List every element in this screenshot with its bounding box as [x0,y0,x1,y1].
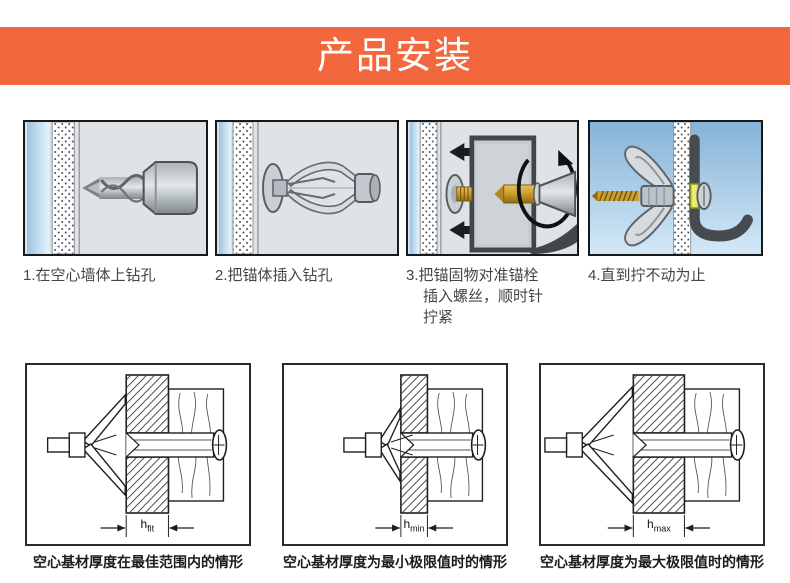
step-2-caption: 2.把锚体插入钻孔 [215,267,333,284]
diagram-max-thickness: hmax [539,363,765,546]
page-title: 产品安装 [317,35,473,76]
step-3-caption: 3.把锚固物对准锚栓 插入螺丝，顺时针 拧紧 [406,267,544,326]
insert-anchor-into-hole-icon [217,122,397,254]
step-1-caption: 1.在空心墙体上钻孔 [23,267,156,284]
dim-label-hmin: hmin [401,517,427,536]
diagram-3-caption: 空心基材厚度为最大极限值时的情形 [540,554,764,570]
hollow-anchor-section-diagram [544,374,746,537]
dim-label-hfit: hfit [138,517,157,536]
dim-label-hmax: hmax [645,517,673,536]
step-4-panel [588,120,763,256]
step-1-panel [23,120,208,256]
step-3-panel [406,120,579,256]
drill-into-hollow-wall-icon [25,122,206,254]
diagram-2-caption: 空心基材厚度为最小极限值时的情形 [283,554,507,570]
diagram-1-caption: 空心基材厚度在最佳范围内的情形 [33,554,243,570]
diagram-optimal-thickness: hfit [25,363,251,546]
step-2-panel [215,120,399,256]
align-fixture-insert-screw-icon [408,122,577,254]
step-4-caption: 4.直到拧不动为止 [588,267,706,284]
product-install-banner: 产品安装 [0,27,790,85]
anchor-tightened-hook-icon [590,122,761,254]
diagram-min-thickness: hmin [282,363,508,546]
hollow-anchor-section-diagram [46,374,228,537]
hollow-anchor-section-diagram [343,374,487,537]
